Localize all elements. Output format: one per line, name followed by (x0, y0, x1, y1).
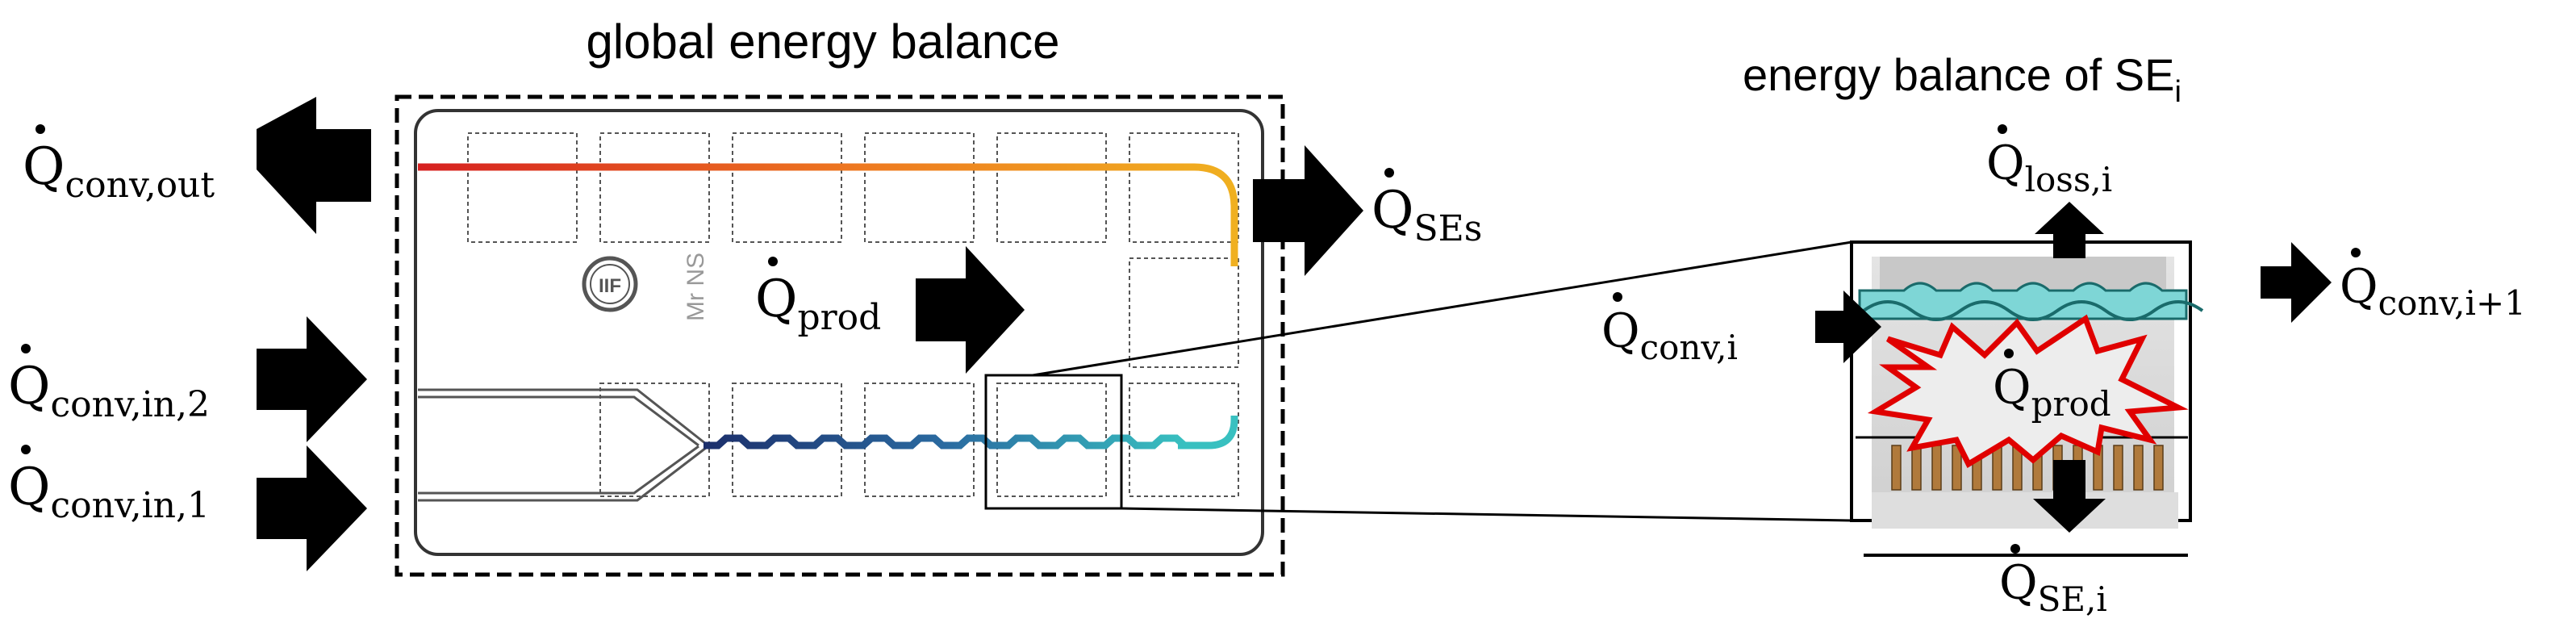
dot-accent (768, 257, 778, 266)
q-symbol: Q (1986, 136, 2025, 190)
dot-accent (2004, 349, 2014, 358)
label-loss-i: Qloss,i (1986, 124, 2112, 199)
q-symbol: Q (2340, 259, 2378, 314)
local-balance-title: energy balance of SEi (1743, 49, 2181, 109)
q-symbol: Q (8, 458, 50, 517)
svg-text:Qconv,i: Qconv,i (1601, 303, 1738, 367)
q-symbol: Q (1372, 181, 1413, 240)
chip-outline (414, 109, 1264, 556)
arrow-conv-i (1815, 291, 1881, 363)
label-conv-i: Qconv,i (1601, 292, 1738, 367)
local-balance-title-sub: i (2174, 75, 2181, 109)
dot-accent (2351, 248, 2361, 257)
meander-channel (703, 434, 1194, 449)
svg-text:Qprod: Qprod (1993, 360, 2111, 424)
arrow-loss-i (2035, 202, 2104, 258)
inlet-channel-lower (418, 446, 707, 502)
heat-production-star (1867, 314, 2189, 468)
logo-ring (582, 256, 638, 312)
conv-i-subscript: conv,i (1640, 328, 1738, 367)
conv-in-1-flow (257, 445, 367, 571)
conv-in-2-flow (257, 316, 367, 442)
label-se-i: QSE,i (1999, 544, 2107, 619)
detail-base (1872, 492, 2178, 529)
prod-subscript: prod (797, 297, 881, 338)
logo-side-text: Mr NS (683, 253, 709, 321)
arrow-ses (1253, 145, 1363, 276)
label-prod: Qprod (755, 257, 881, 338)
conv-out-subscript: conv,out (65, 165, 215, 206)
arrow-conv-in-2 (257, 316, 367, 442)
dot-accent (1384, 168, 1394, 178)
conv-in-2-subscript: conv,in,2 (50, 384, 209, 425)
svg-text:Qloss,i: Qloss,i (1986, 136, 2112, 199)
conv-out-flow (257, 97, 371, 234)
detail-channel (1858, 282, 2188, 320)
right-channel-bend (1178, 416, 1238, 449)
se-i-subscript: SE,i (2038, 579, 2107, 619)
svg-text:Qconv,in,2: Qconv,in,2 (8, 357, 210, 425)
dot-accent (35, 124, 45, 134)
q-symbol: Q (1999, 555, 2038, 610)
prod-i-subscript: prod (2031, 384, 2111, 424)
global-chip: IIF Mr NS (395, 94, 1285, 577)
hot-channel (418, 163, 1238, 266)
label-conv-i-plus-1: Qconv,i+1 (2340, 248, 2526, 323)
conv-in-1-subscript: conv,in,1 (50, 485, 209, 526)
svg-text:Qprod: Qprod (755, 270, 881, 338)
zoom-line-top (1032, 240, 1852, 377)
svg-text:Qconv,i+1: Qconv,i+1 (2340, 259, 2526, 323)
q-symbol: Q (1601, 303, 1640, 358)
logo-mark: IIF (599, 275, 621, 297)
prod-flow (916, 246, 1025, 374)
svg-text:QSEs: QSEs (1372, 181, 1482, 249)
svg-text:QSE,i: QSE,i (1999, 555, 2107, 619)
label-ses: QSEs (1372, 168, 1482, 249)
global-balance-title: global energy balance (586, 15, 1059, 69)
arrow-conv-out (257, 97, 371, 234)
inlet-channel-lower-inner (418, 445, 699, 495)
detail-channel-wave (1862, 300, 2204, 321)
dot-accent (21, 445, 31, 454)
arrow-se-i (2033, 460, 2106, 533)
conv-i-plus-1-subscript: conv,i+1 (2378, 283, 2526, 323)
svg-text:Qconv,out: Qconv,out (23, 137, 215, 206)
dot-accent (2010, 544, 2020, 554)
inlet-channel-upper (418, 388, 707, 445)
zoom-line-bottom (1121, 507, 1852, 522)
inlet-channel-upper-inner (418, 395, 699, 447)
dot-accent (1998, 124, 2007, 134)
zoom-source-box (984, 374, 1123, 510)
dot-accent (21, 344, 31, 353)
arrow-prod (916, 246, 1025, 374)
q-symbol: Q (755, 270, 797, 329)
local-balance-title-main: energy balance of SE (1743, 49, 2174, 100)
dot-accent (1613, 292, 1622, 302)
logo-ring-inner (590, 264, 630, 304)
iif-logo: IIF (582, 256, 638, 312)
svg-text:Qconv,in,1: Qconv,in,1 (8, 458, 210, 526)
q-symbol: Q (1993, 360, 2031, 415)
ses-subscript: SEs (1413, 208, 1482, 249)
q-symbol: Q (23, 137, 65, 197)
loss-i-subscript: loss,i (2025, 160, 2113, 199)
detail-zoom (1032, 202, 2332, 557)
ses-flow (1253, 145, 1363, 276)
label-conv-in-1: Qconv,in,1 (8, 445, 210, 526)
label-conv-out: Qconv,out (23, 124, 215, 206)
label-prod-i: Qprod (1993, 349, 2111, 424)
arrow-conv-in-1 (257, 445, 367, 571)
label-conv-in-2: Qconv,in,2 (8, 344, 210, 425)
q-symbol: Q (8, 357, 50, 416)
arrow-conv-i-plus-1 (2261, 242, 2332, 323)
